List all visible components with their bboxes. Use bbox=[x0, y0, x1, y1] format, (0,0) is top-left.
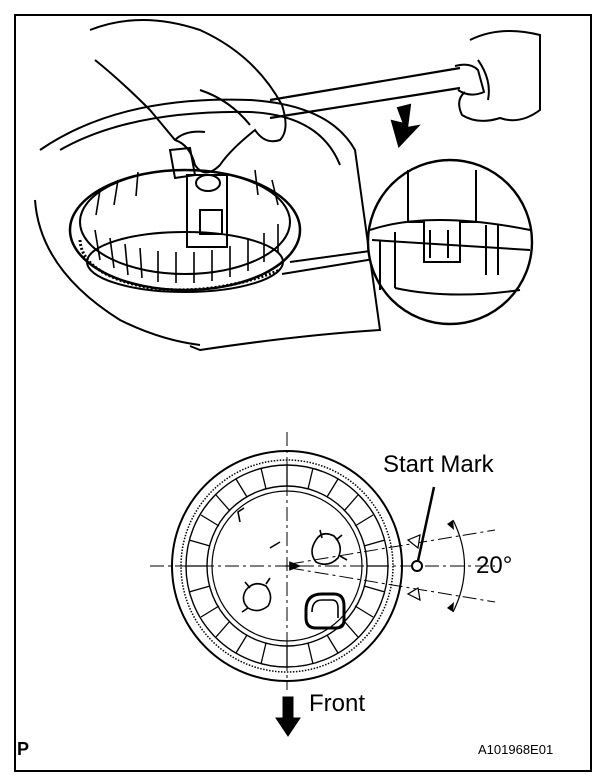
tank-surface bbox=[39, 98, 382, 352]
wrench-handle bbox=[269, 66, 461, 120]
front-label: Front bbox=[309, 690, 366, 717]
figure-id: A101968E01 bbox=[478, 742, 554, 757]
top-illustration bbox=[34, 19, 541, 352]
start-mark-pointer bbox=[416, 486, 436, 562]
inner-features bbox=[237, 507, 348, 630]
figure-frame bbox=[14, 14, 592, 772]
left-hand bbox=[89, 19, 287, 174]
start-mark-label: Start Mark bbox=[383, 451, 494, 478]
start-mark-point bbox=[411, 560, 423, 572]
angle-label: 20° bbox=[476, 552, 513, 579]
angle-arc bbox=[452, 519, 466, 613]
d-shaped-port bbox=[304, 592, 346, 630]
right-hand bbox=[458, 30, 541, 122]
front-arrow-icon bbox=[275, 696, 301, 737]
retainer-ribs bbox=[94, 169, 279, 283]
top-view-diagram bbox=[150, 432, 496, 690]
corner-letter: P bbox=[17, 739, 30, 759]
outer-gear bbox=[171, 450, 403, 682]
angle-ray-upper bbox=[289, 529, 496, 565]
ring-segments bbox=[186, 465, 388, 667]
ray-tip-lower bbox=[406, 587, 421, 602]
fitting-lower bbox=[242, 582, 272, 612]
detail-retainer bbox=[369, 170, 531, 296]
fitting-upper bbox=[311, 532, 342, 566]
ray-tip-upper bbox=[406, 534, 421, 550]
rotation-arrow bbox=[390, 103, 421, 148]
angle-ray-lower bbox=[289, 567, 496, 603]
